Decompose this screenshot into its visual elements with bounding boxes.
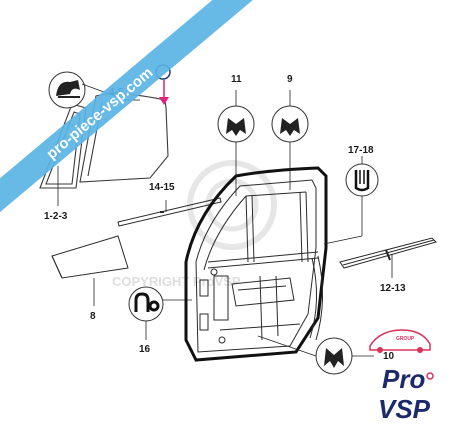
brand-group-text: GROUP bbox=[396, 336, 415, 342]
brand-pro-text: Pro bbox=[382, 364, 425, 394]
callout-11: 11 bbox=[231, 74, 242, 85]
clip-bubble-16 bbox=[128, 286, 164, 322]
copyright-watermark: COPYRIGHT ProVSP bbox=[112, 274, 241, 289]
callout-8: 8 bbox=[90, 311, 96, 322]
callout-14-15: 14-15 bbox=[149, 182, 175, 193]
door-panel-part-8 bbox=[51, 235, 129, 279]
brand-vsp-text: VSP bbox=[378, 394, 431, 424]
callout-17-18: 17-18 bbox=[348, 145, 374, 156]
side-molding-part bbox=[339, 237, 437, 269]
weatherstrip-bubble-4-5 bbox=[48, 71, 86, 109]
seal-bubble-9 bbox=[271, 105, 309, 143]
seal-bubble-11 bbox=[217, 105, 255, 143]
door-assembly bbox=[184, 166, 328, 362]
callout-10: 10 bbox=[383, 351, 395, 362]
belt-molding-part bbox=[117, 197, 222, 227]
callout-16: 16 bbox=[139, 344, 151, 355]
seal-bubble-17-18 bbox=[345, 163, 379, 197]
callout-1-2-3: 1-2-3 bbox=[44, 211, 68, 222]
callout-9: 9 bbox=[287, 74, 293, 85]
copyright-watermark-logo bbox=[187, 160, 277, 250]
seal-bubble-10 bbox=[315, 337, 353, 375]
brand-logo: GROUP Pro VSP bbox=[369, 329, 434, 424]
leader-10 bbox=[257, 335, 317, 357]
callout-12-13: 12-13 bbox=[380, 283, 406, 294]
